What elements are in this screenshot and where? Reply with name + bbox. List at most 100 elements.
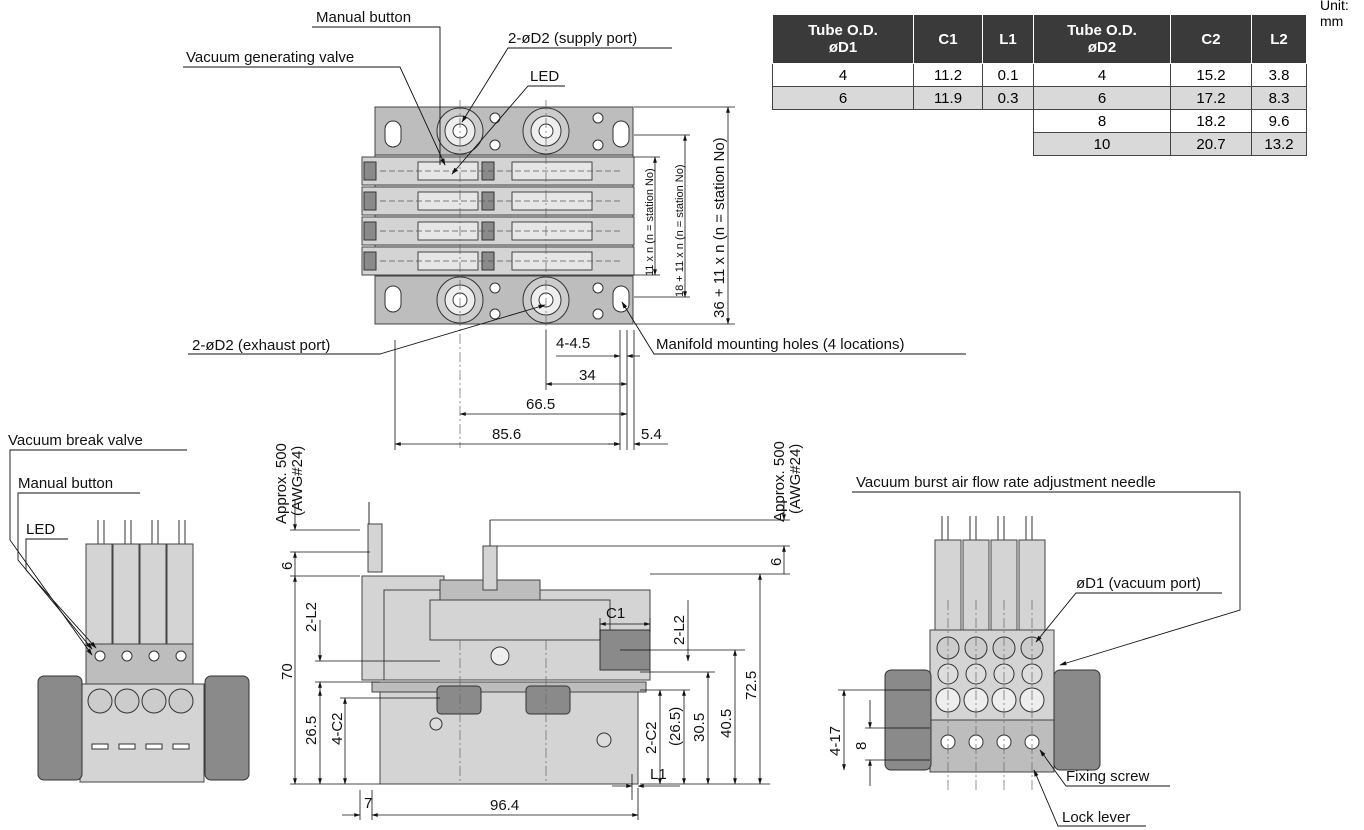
dim-approx500-b: Approx. 500 — [771, 441, 788, 522]
dim-405: 40.5 — [718, 709, 735, 738]
cell: 20.7 — [1170, 132, 1252, 156]
table-row: 10 20.7 13.2 — [772, 132, 1307, 156]
cell: 6 — [772, 86, 914, 110]
cell: 4 — [1033, 63, 1171, 87]
dim-6b: 6 — [768, 558, 785, 566]
front-dims-bottom: 7 96.4 L1 — [342, 766, 680, 820]
cell: 0.3 — [982, 86, 1034, 110]
dim-36-11n: 36 + 11 x n (n = station No) — [711, 137, 728, 318]
label-needle: Vacuum burst air flow rate adjustment ne… — [856, 474, 1156, 491]
label-led-top: LED — [530, 68, 559, 85]
dim-awg-b: (AWG#24) — [787, 444, 804, 514]
dimension-table: Tube O.D.øD1 C1 L1 Tube O.D.øD2 C2 L2 4 … — [772, 14, 1307, 156]
supply-port-left — [436, 107, 484, 155]
dim-34: 34 — [579, 367, 596, 384]
front-fittings — [429, 646, 612, 748]
screw-icon — [489, 112, 604, 320]
dim-265: 26.5 — [303, 716, 320, 745]
label-manual-button-left: Manual button — [18, 475, 113, 492]
cell — [772, 109, 914, 133]
cell: 17.2 — [1170, 86, 1252, 110]
dim-C1: C1 — [606, 605, 625, 622]
cell: 6 — [1033, 86, 1171, 110]
dim-7: 7 — [364, 795, 372, 812]
dim-2C2: 2-C2 — [643, 721, 660, 754]
dim-approx500-a: Approx. 500 — [273, 443, 290, 524]
front-dims-right: Approx. 500 (AWG#24) 6 72.5 40.5 30.5 (2… — [490, 441, 804, 785]
front-dims-left: Approx. 500 (AWG#24) 6 70 2-L2 26.5 4-C2 — [273, 443, 440, 785]
cell — [982, 109, 1034, 133]
dim-665: 66.5 — [526, 396, 555, 413]
table-row: 4 11.2 0.1 4 15.2 3.8 — [772, 63, 1307, 87]
table-row: 6 11.9 0.3 6 17.2 8.3 — [772, 86, 1307, 110]
front-view — [361, 502, 651, 785]
right-end-view — [884, 516, 1101, 790]
valve-stations — [361, 156, 635, 276]
dim-2L2a: 2-L2 — [303, 602, 320, 632]
dim-417: 4-17 — [827, 726, 844, 756]
dim-6a: 6 — [279, 562, 296, 570]
cell: 10 — [1033, 132, 1171, 156]
exhaust-block — [374, 275, 634, 325]
label-mounting-holes: Manifold mounting holes (4 locations) — [656, 336, 904, 353]
left-labels: Vacuum break valve Manual button LED — [8, 432, 187, 656]
th-c2: C2 — [1170, 14, 1252, 64]
dim-265p: (26.5) — [667, 707, 684, 746]
dim-18-11n: 18 + 11 x n (n = station No) — [674, 165, 686, 297]
supply-block — [374, 106, 634, 156]
dim-L1: L1 — [650, 766, 667, 783]
th-l2: L2 — [1251, 14, 1307, 64]
cell — [982, 132, 1034, 156]
top-vertical-dims: 11 x n (n = station No) 18 + 11 x n (n =… — [634, 106, 735, 325]
th-l1: L1 — [982, 14, 1034, 64]
cell: 11.9 — [913, 86, 983, 110]
cell: 4 — [772, 63, 914, 87]
dim-725: 72.5 — [743, 671, 760, 700]
lead-wires-right — [941, 516, 1033, 540]
dim-70: 70 — [279, 663, 296, 680]
dim-964: 96.4 — [490, 797, 519, 814]
label-led-left: LED — [26, 521, 55, 538]
mounting-slot — [384, 285, 402, 313]
cell: 13.2 — [1251, 132, 1307, 156]
cell — [913, 109, 983, 133]
label-lock-lever: Lock lever — [1062, 809, 1130, 826]
top-labels: Manual button 2-øD2 (supply port) Vacuum… — [183, 9, 966, 355]
left-port-circles — [87, 650, 194, 750]
label-supply-port: 2-øD2 (supply port) — [508, 30, 637, 47]
dim-54: 5.4 — [641, 426, 662, 443]
dim-4-45: 4-4.5 — [556, 335, 590, 352]
dim-305: 30.5 — [691, 713, 708, 742]
dim-awg-a: (AWG#24) — [289, 446, 306, 516]
unit-label: Unit: mm — [1320, 0, 1349, 29]
label-vacuum-break-valve: Vacuum break valve — [8, 432, 143, 449]
cell: 11.2 — [913, 63, 983, 87]
label-exhaust-port: 2-øD2 (exhaust port) — [192, 337, 330, 354]
dim-2L2b: 2-L2 — [671, 615, 688, 645]
th-tube-od-d1: Tube O.D.øD1 — [772, 14, 914, 64]
mounting-slot — [612, 285, 630, 313]
dim-4C2: 4-C2 — [329, 712, 346, 745]
dim-11n: 11 x n (n = station No) — [644, 168, 656, 276]
label-vacuum-port: øD1 (vacuum port) — [1076, 575, 1201, 592]
label-manual-button-top: Manual button — [316, 9, 411, 26]
lead-wires — [97, 520, 186, 546]
cell: 8.3 — [1251, 86, 1307, 110]
dim-8: 8 — [853, 742, 870, 750]
label-vacuum-generating-valve: Vacuum generating valve — [186, 49, 354, 66]
label-fixing-screw: Fixing screw — [1066, 768, 1150, 785]
th-tube-od-d2: Tube O.D.øD2 — [1033, 14, 1171, 64]
table-header-row: Tube O.D.øD1 C1 L1 Tube O.D.øD2 C2 L2 — [772, 14, 1307, 64]
right-labels: Vacuum burst air flow rate adjustment ne… — [827, 474, 1241, 827]
cell — [913, 132, 983, 156]
cell — [772, 132, 914, 156]
dim-856: 85.6 — [492, 426, 521, 443]
top-horizontal-dims: 4-4.5 34 66.5 85.6 5.4 — [394, 330, 668, 450]
left-end-view — [37, 520, 250, 783]
manifold-base — [379, 681, 639, 785]
mounting-slot — [612, 120, 630, 148]
mounting-slot — [384, 120, 402, 148]
top-view — [361, 100, 635, 448]
